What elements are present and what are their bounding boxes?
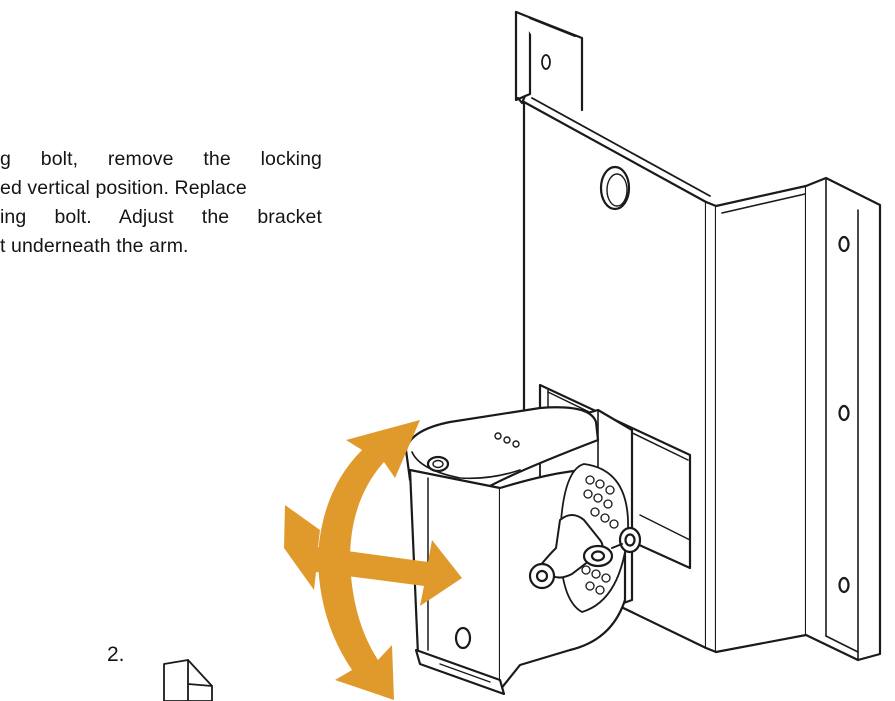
mount-hole (838, 235, 850, 253)
mount-hole (838, 576, 850, 594)
instruction-line: t underneath the arm. (0, 235, 189, 257)
pivot-hole (426, 455, 450, 473)
step-number: 2. (107, 643, 125, 666)
instruction-text: g bolt, remove the locking ed vertical p… (0, 145, 322, 261)
rotate-arrow (284, 420, 462, 700)
mount-hole (838, 404, 850, 422)
instruction-line: ed vertical position. Replace (0, 177, 247, 199)
swivel-arm (404, 406, 642, 696)
mount-hole (599, 165, 631, 211)
angle-disc-holes (581, 475, 619, 595)
box-icon (163, 659, 213, 701)
locking-bolt (528, 514, 642, 590)
instruction-line: g bolt, remove the locking (0, 148, 322, 170)
instruction-line: ing bolt. Adjust the bracket (0, 206, 322, 228)
pivot-hole (454, 626, 472, 650)
